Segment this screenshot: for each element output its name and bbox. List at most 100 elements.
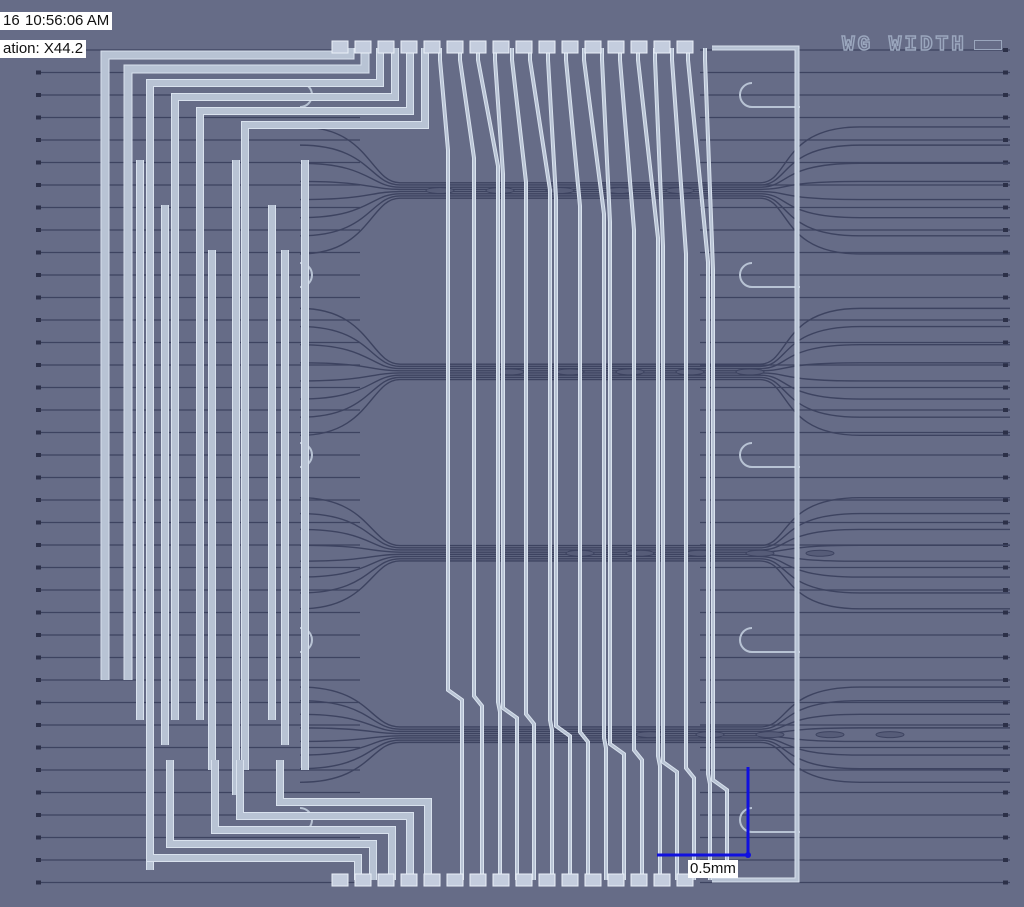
fiber-facet-left (36, 633, 41, 637)
bond-pad-bottom (331, 873, 349, 887)
electrode-trace (459, 48, 483, 880)
electrode-trace (237, 760, 413, 880)
fiber-facet-right (1003, 273, 1008, 277)
fiber-facet-left (36, 858, 41, 862)
electrode-trace (167, 760, 376, 880)
fiber-facet-left (36, 138, 41, 142)
fiber-facet-left (36, 610, 41, 615)
fiber-facet-right (1003, 115, 1008, 120)
fiber-facet-right (1003, 588, 1008, 592)
fiber-facet-left (36, 250, 41, 255)
electrode-trace (197, 48, 413, 720)
fiber-facet-right (1003, 250, 1008, 255)
fiber-facet-left (36, 588, 41, 592)
fiber-facet-right (1003, 70, 1008, 75)
fiber-facet-right (1003, 205, 1008, 210)
bond-pad-top (676, 40, 694, 54)
fiber-facet-right (1003, 813, 1008, 817)
coupler-waveguide (299, 699, 1010, 730)
electrode-trace (583, 48, 607, 880)
electrode-trace (147, 760, 361, 880)
electrode-trace (529, 48, 553, 880)
timestamp-time: 10:56:06 AM (22, 12, 113, 30)
electrode-trace (565, 48, 589, 880)
fiber-facet-right (1003, 228, 1008, 232)
bond-pad-bottom (469, 873, 487, 887)
coupler-junction (545, 186, 575, 194)
electrode-trace (477, 48, 501, 880)
bond-pad-bottom (515, 873, 533, 887)
coupler-junction (605, 186, 635, 194)
fiber-facet-left (36, 430, 41, 435)
coupler-waveguide (299, 126, 1010, 184)
electrode-trace (124, 48, 369, 680)
fiber-facet-right (1003, 790, 1008, 795)
electrode-trace (704, 48, 728, 880)
fiber-facet-left (36, 768, 41, 772)
fiber-facet-right (1003, 340, 1008, 345)
fiber-facet-left (36, 408, 41, 412)
coupler-waveguide (299, 739, 1010, 770)
electrode-trace (101, 48, 354, 680)
fiber-facet-left (36, 273, 41, 277)
coupler-waveguide (299, 737, 1010, 756)
loopback-right (739, 262, 800, 288)
fiber-facet-left (36, 385, 41, 390)
fiber-facet-left (36, 340, 41, 345)
coupler-waveguide (299, 190, 1010, 201)
fiber-facet-right (1003, 768, 1008, 772)
fiber-facet-right (1003, 858, 1008, 862)
fiber-facet-left (36, 228, 41, 232)
coupler-waveguide (299, 376, 1010, 418)
loopback-right (739, 627, 800, 653)
fiber-facet-right (1003, 610, 1008, 615)
fiber-facet-left (36, 745, 41, 750)
bond-pad-top (469, 40, 487, 54)
fiber-facet-right (1003, 655, 1008, 660)
coupler-junction (615, 368, 645, 376)
fiber-facet-right (1003, 430, 1008, 435)
coupler-junction (815, 731, 845, 739)
fiber-facet-left (36, 655, 41, 660)
coupler-waveguide (299, 197, 1010, 255)
coupler-waveguide (299, 144, 1010, 186)
fiber-facet-left (36, 723, 41, 727)
coupler-waveguide (299, 343, 1010, 370)
coupler-waveguide (299, 686, 1010, 728)
fiber-facet-right (1003, 93, 1008, 97)
coupler-junction (675, 368, 705, 376)
bond-pad-bottom (561, 873, 579, 887)
bond-pad-bottom (653, 873, 671, 887)
coupler-junction (805, 549, 835, 557)
fiber-facet-left (36, 318, 41, 322)
fiber-facet-left (36, 678, 41, 682)
fiber-facet-right (1003, 408, 1008, 412)
fiber-facet-left (36, 70, 41, 75)
fiber-facet-right (1003, 475, 1008, 480)
fiber-facet-left (36, 160, 41, 165)
coupler-junction (735, 368, 765, 376)
coupler-waveguide (299, 325, 1010, 368)
bond-pad-top (423, 40, 441, 54)
coupler-waveguide (299, 193, 1010, 219)
timestamp-date: 16 (0, 12, 23, 30)
bond-pad-bottom (446, 873, 464, 887)
fiber-facet-right (1003, 678, 1008, 682)
coupler-waveguide (299, 713, 1010, 733)
fiber-facet-right (1003, 835, 1008, 840)
bond-pad-top (515, 40, 533, 54)
bond-pad-bottom (400, 873, 418, 887)
fiber-facet-left (36, 813, 41, 817)
fiber-facet-right (1003, 633, 1008, 637)
coupler-waveguide (299, 180, 1010, 191)
electrode-trace (439, 48, 463, 880)
coupler-junction (755, 731, 785, 739)
scale-bar-origin (745, 852, 751, 858)
fiber-facet-left (36, 520, 41, 525)
coupler-waveguide (299, 558, 1010, 594)
bond-pad-top (607, 40, 625, 54)
coupler-waveguide (299, 195, 1010, 237)
bond-pad-bottom (538, 873, 556, 887)
